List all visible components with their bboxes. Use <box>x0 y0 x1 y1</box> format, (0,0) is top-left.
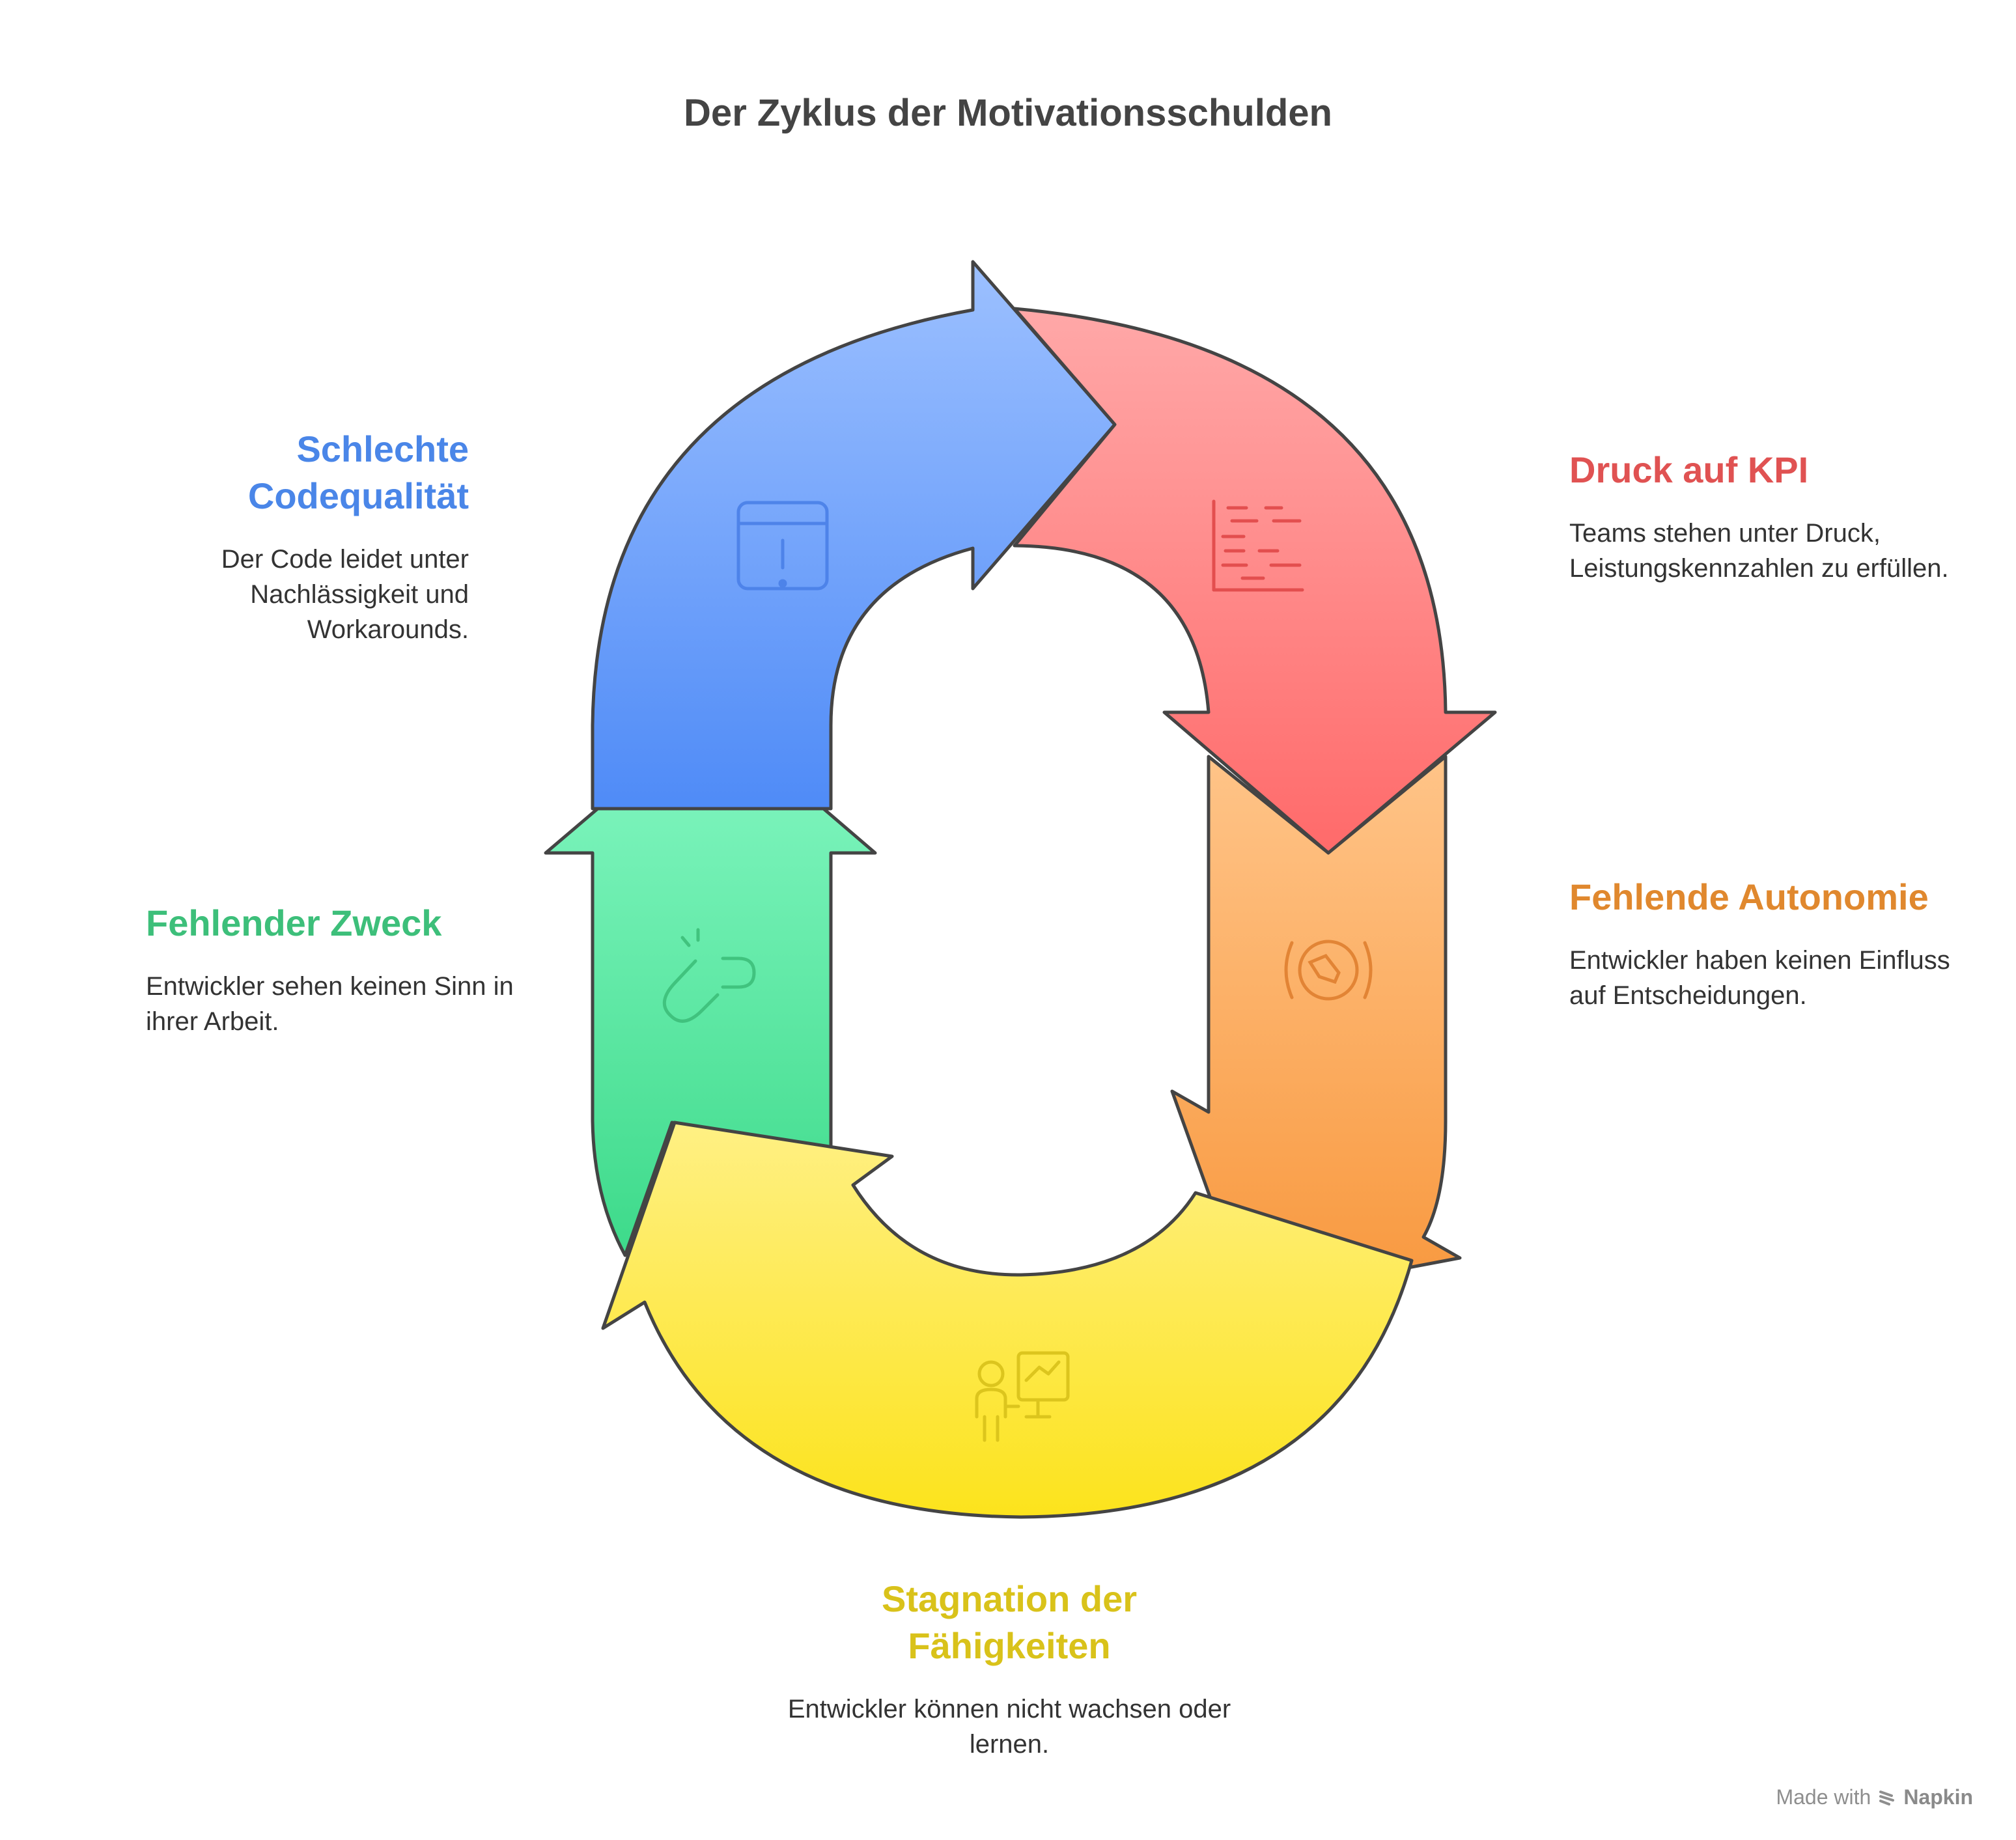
presenter-chart-icon <box>975 1351 1070 1442</box>
napkin-logo-icon <box>1879 1790 1895 1805</box>
brake-warning-icon <box>1284 940 1373 1001</box>
browser-alert-icon <box>736 501 829 591</box>
stage-description: Entwickler haben keinen Einfluss auf Ent… <box>1569 946 1950 1010</box>
stage-code-quality: Schlechte Codequalität Der Code leidet u… <box>143 426 469 647</box>
broken-link-icon <box>663 928 756 1023</box>
stage-skill-stagnation: Stagnation der Fähigkeiten Entwickler kö… <box>781 1576 1237 1762</box>
stage-description: Teams stehen unter Druck, Leistungskennz… <box>1569 519 1949 583</box>
stage-purpose: Fehlender Zweck Entwickler sehen keinen … <box>146 900 550 1039</box>
napkin-brand: Napkin <box>1903 1785 1973 1809</box>
arrow-skills <box>601 1121 1414 1519</box>
stage-autonomy: Fehlende Autonomie Entwickler haben kein… <box>1569 874 1986 1013</box>
diagram-title: Der Zyklus der Motivationsschulden <box>684 92 1332 134</box>
arrow-kpi <box>1013 307 1497 855</box>
stage-description: Entwickler können nicht wachsen oder ler… <box>787 1695 1231 1759</box>
gantt-chart-icon <box>1212 499 1304 592</box>
napkin-footer: Made with Napkin <box>1776 1785 1973 1809</box>
arrow-code <box>591 260 1117 811</box>
stage-description: Entwickler sehen keinen Sinn in ihrer Ar… <box>146 972 514 1036</box>
stage-description: Der Code leidet unter Nachlässigkeit und… <box>221 545 469 644</box>
stage-title: Fehlende Autonomie <box>1569 876 1929 917</box>
arrow-purpose <box>544 710 877 1257</box>
made-with-text: Made with <box>1776 1785 1871 1809</box>
stage-kpi-pressure: Druck auf KPI Teams stehen unter Druck, … <box>1569 447 1973 586</box>
stage-title: Stagnation der Fähigkeiten <box>881 1578 1138 1666</box>
stage-title: Druck auf KPI <box>1569 449 1809 490</box>
stage-title: Schlechte Codequalität <box>247 428 469 516</box>
arrow-autonomy <box>1170 755 1462 1300</box>
stage-title: Fehlender Zweck <box>146 902 442 943</box>
